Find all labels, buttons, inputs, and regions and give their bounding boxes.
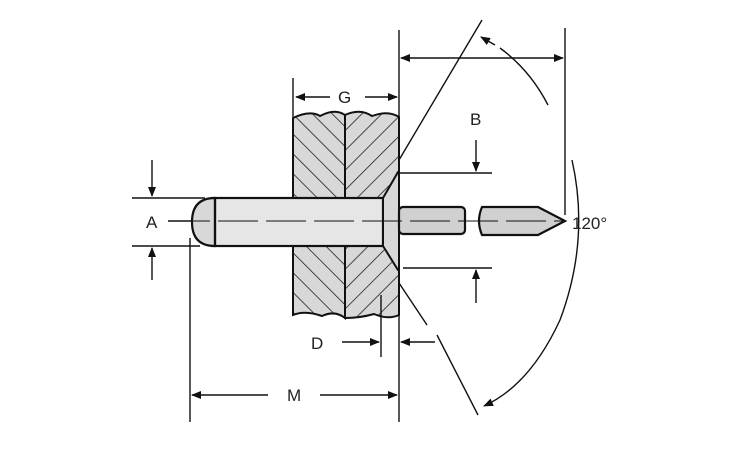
dimension-d: D [311, 295, 435, 422]
angle-annotation: 120° [398, 19, 607, 416]
rivet-shank [210, 196, 385, 248]
dimension-b: B [400, 110, 492, 303]
label-g: G [338, 88, 351, 107]
dimension-g: G [292, 78, 398, 117]
top-dimension [398, 28, 566, 215]
dimension-a: A [132, 160, 205, 280]
label-m: M [287, 386, 301, 405]
label-a: A [146, 213, 158, 232]
rivet-dome-head [190, 196, 217, 248]
label-d: D [311, 334, 323, 353]
rivet [170, 171, 568, 271]
dimension-m: M [189, 238, 398, 422]
label-b: B [470, 110, 481, 129]
angle-label: 120° [572, 214, 607, 233]
